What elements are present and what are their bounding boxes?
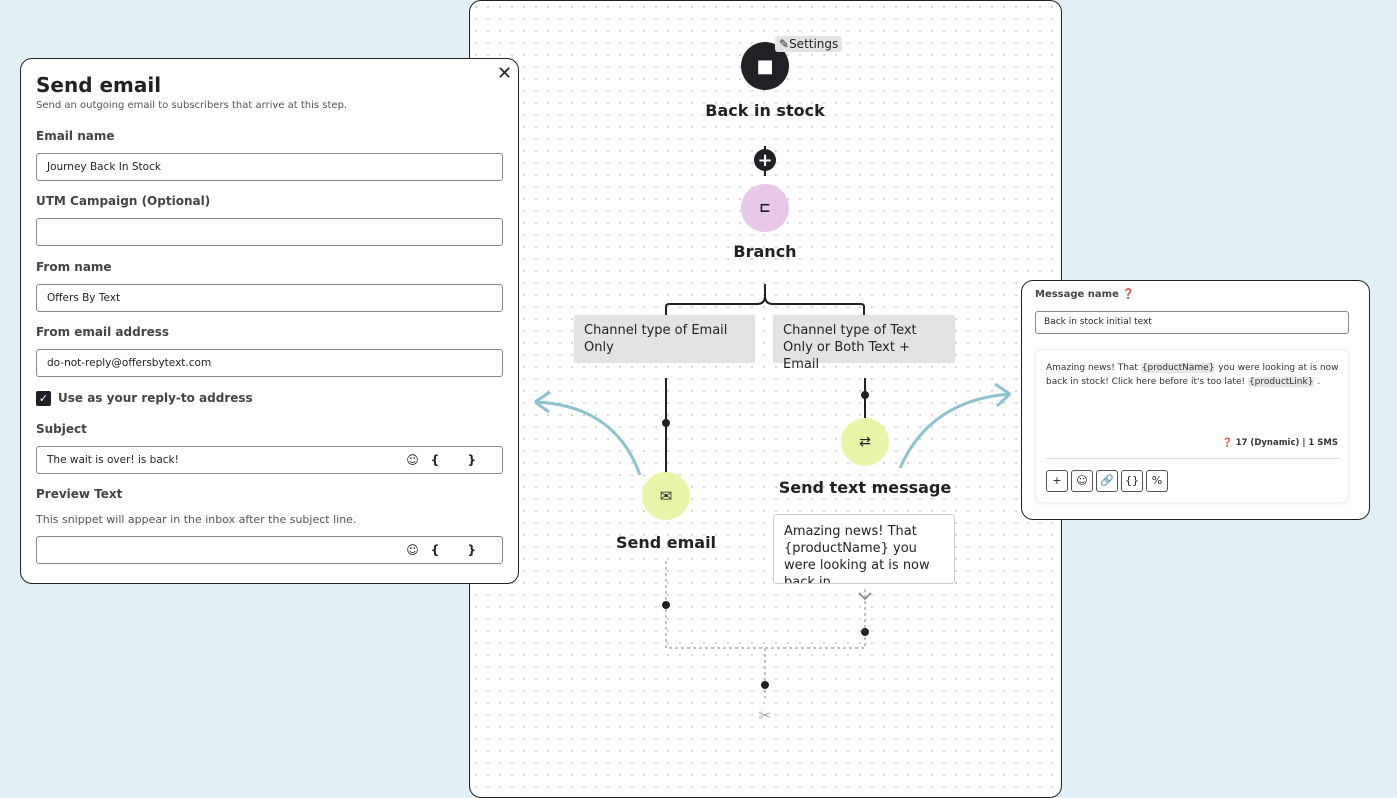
message-name-input[interactable]: Back in stock initial text: [1035, 311, 1349, 334]
close-icon[interactable]: ✕: [497, 63, 513, 84]
character-count: ❓ 17 (Dynamic) | 1 SMS: [1222, 438, 1338, 448]
variable-icon[interactable]: {}: [1121, 469, 1143, 492]
message-editor[interactable]: Amazing news! That {productName} you wer…: [1035, 349, 1349, 503]
subject-label: Subject: [36, 422, 87, 436]
reply-to-checkbox[interactable]: ✓: [36, 391, 51, 406]
from-name-label: From name: [36, 260, 112, 274]
preview-input[interactable]: ☺{ }: [36, 536, 503, 564]
send-email-title: Send email: [615, 533, 717, 552]
utm-label: UTM Campaign (Optional): [36, 194, 211, 208]
send-email-panel: Send email ✕ Send an outgoing email to s…: [20, 58, 519, 584]
from-email-input[interactable]: do-not-reply@offersbytext.com: [36, 349, 503, 377]
variable-icon[interactable]: { }: [430, 453, 488, 467]
settings-button[interactable]: ✎Settings: [775, 36, 843, 52]
discount-icon[interactable]: %: [1146, 469, 1168, 492]
email-name-label: Email name: [36, 129, 115, 143]
branch-title: Branch: [733, 242, 797, 261]
arrow-left-decoration: [534, 390, 642, 476]
link-icon[interactable]: 🔗: [1096, 469, 1118, 492]
panel-subtitle: Send an outgoing email to subscribers th…: [36, 100, 348, 111]
sms-preview[interactable]: Amazing news! That {productName} you wer…: [773, 514, 955, 584]
svg-text:✂: ✂: [758, 706, 771, 725]
message-icon[interactable]: ⇄: [841, 418, 889, 466]
branch-icon[interactable]: ⊏: [741, 184, 789, 232]
preview-label: Preview Text: [36, 487, 123, 501]
connectors: ✂: [662, 146, 872, 725]
send-text-title: Send text message: [778, 478, 952, 497]
emoji-icon[interactable]: ☺: [1071, 469, 1093, 492]
sms-panel: Message name ❓ Back in stock initial tex…: [1021, 280, 1370, 520]
journey-canvas[interactable]: ✂ ■ ✎Settings Back in stock + ⊏ Branch C…: [469, 0, 1062, 798]
trigger-title: Back in stock: [705, 101, 825, 120]
branch-condition-email[interactable]: Channel type of Email Only: [574, 315, 755, 363]
panel-title: Send email: [36, 73, 162, 97]
arrow-right-decoration: [898, 382, 1012, 469]
message-body: Amazing news! That {productName} you wer…: [1046, 363, 1339, 387]
message-name-label: Message name ❓: [1035, 289, 1135, 300]
settings-label: Settings: [789, 37, 839, 51]
emoji-icon[interactable]: ☺: [406, 453, 431, 467]
subject-value: The wait is over! is back!: [47, 454, 179, 466]
reply-to-label: Use as your reply-to address: [58, 391, 253, 405]
variable-icon[interactable]: { }: [430, 543, 488, 557]
preview-help: This snippet will appear in the inbox af…: [36, 513, 357, 526]
variable-chip: {productLink}: [1247, 377, 1315, 387]
help-icon: ❓: [1122, 289, 1135, 300]
utm-input[interactable]: [36, 218, 503, 246]
subject-input[interactable]: The wait is over! is back! ☺{ }: [36, 446, 503, 474]
emoji-icon[interactable]: ☺: [406, 543, 431, 557]
envelope-icon[interactable]: ✉: [642, 472, 690, 520]
add-step-button[interactable]: +: [754, 149, 776, 171]
from-email-label: From email address: [36, 325, 170, 339]
email-name-input[interactable]: Journey Back In Stock: [36, 153, 503, 181]
variable-chip: {productName}: [1140, 363, 1216, 373]
add-icon[interactable]: +: [1046, 469, 1068, 492]
editor-toolbar: +☺🔗{}%: [1046, 469, 1171, 492]
branch-condition-text[interactable]: Channel type of Text Only or Both Text +…: [773, 315, 955, 372]
from-name-input[interactable]: Offers By Text: [36, 284, 503, 312]
